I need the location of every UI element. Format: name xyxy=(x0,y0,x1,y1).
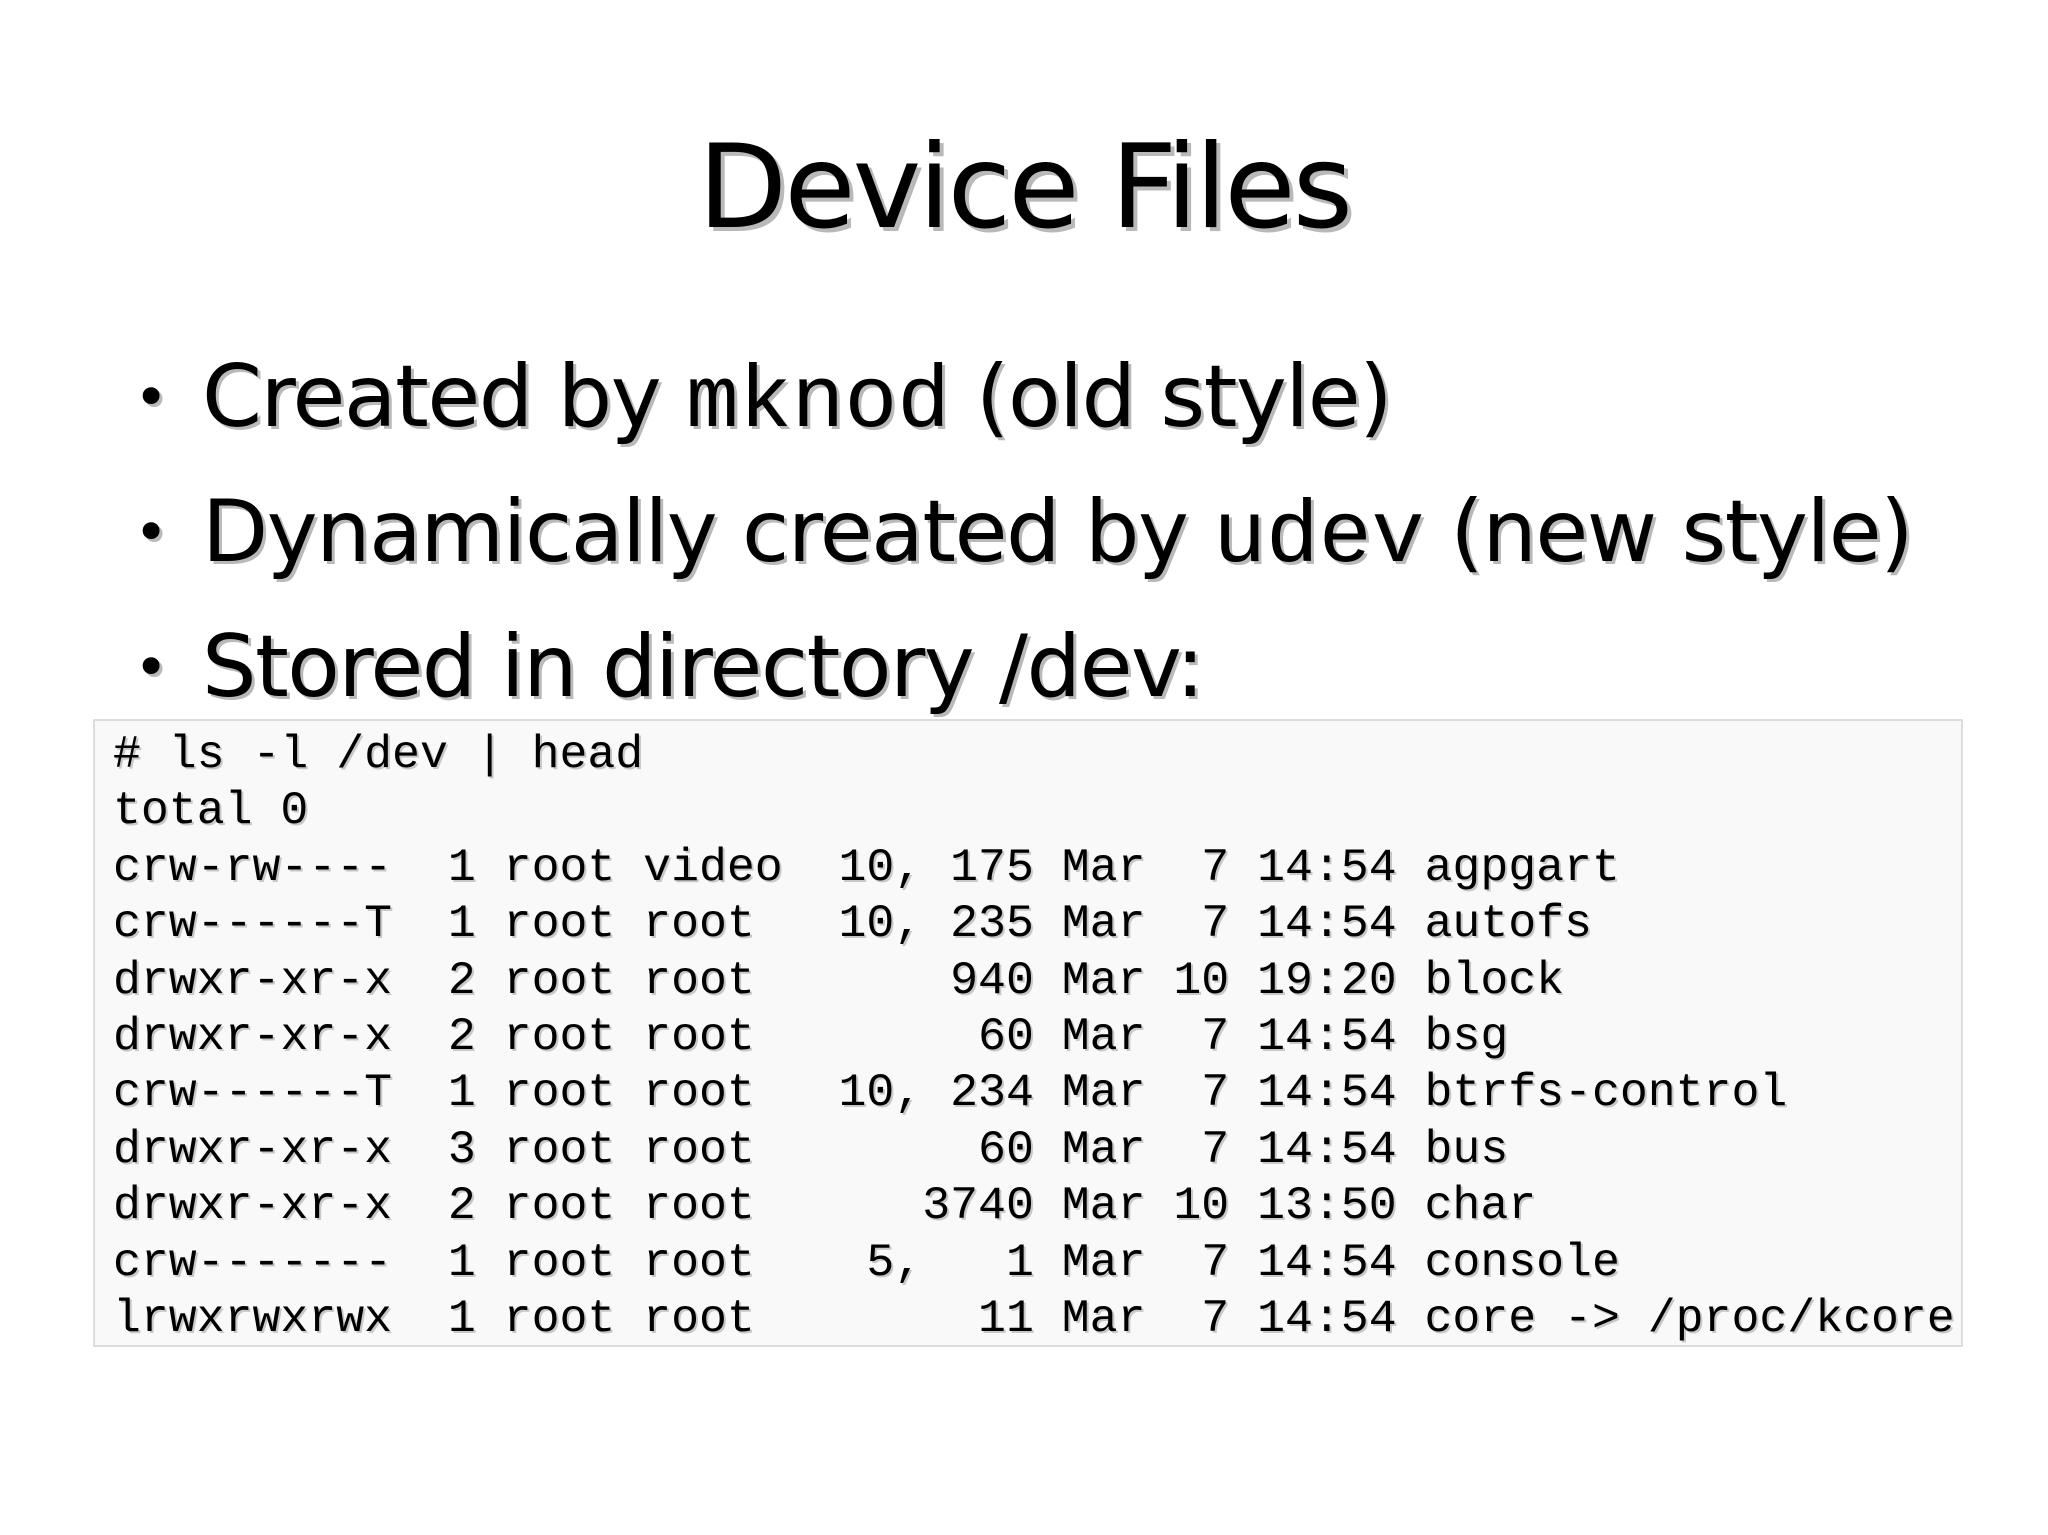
terminal-listing-row: crw-rw---- 1 root video 10, 175 Mar 7 14… xyxy=(113,840,1620,894)
bullet-text: Created by xyxy=(202,347,687,447)
terminal-command-line: # ls -l /dev | head xyxy=(113,728,644,781)
bullet-dot-icon: • xyxy=(134,633,168,701)
bullet-dot-icon: • xyxy=(134,363,168,431)
slide-title: Device Files xyxy=(697,120,1353,255)
terminal-listing-row: drwxr-xr-x 2 root root 60 Mar 7 14:54 bs… xyxy=(113,1009,1509,1063)
terminal-listing-row: drwxr-xr-x 2 root root 3740 Mar 10 13:50… xyxy=(113,1179,1537,1233)
bullet-item-mknod: • Created by mknod (old style) xyxy=(130,330,2020,465)
bullet-code: mknod xyxy=(686,354,951,453)
bullet-item-dev-directory: • Stored in directory /dev: xyxy=(130,600,2020,735)
terminal-listing-row: crw------T 1 root root 10, 234 Mar 7 14:… xyxy=(113,1066,1788,1120)
terminal-listing-row: lrwxrwxrwx 1 root root 11 Mar 7 14:54 co… xyxy=(113,1291,1955,1345)
terminal-listing-row: drwxr-xr-x 2 root root 940 Mar 10 19:20 … xyxy=(113,953,1565,1007)
bullet-list: • Created by mknod (old style) • Dynamic… xyxy=(130,330,2020,735)
bullet-text: Dynamically created by xyxy=(202,482,1214,582)
bullet-text: Stored in directory /dev: xyxy=(202,617,1205,717)
bullet-text: (new style) xyxy=(1424,482,1913,582)
terminal-listing-row: drwxr-xr-x 3 root root 60 Mar 7 14:54 bu… xyxy=(113,1122,1509,1176)
bullet-item-udev: • Dynamically created by udev (new style… xyxy=(130,465,2020,600)
terminal-listing-row: crw------- 1 root root 5, 1 Mar 7 14:54 … xyxy=(113,1235,1620,1289)
bullet-code: udev xyxy=(1213,489,1425,588)
bullet-dot-icon: • xyxy=(134,498,168,566)
terminal-total-line: total 0 xyxy=(113,784,309,838)
terminal-listing-row: crw------T 1 root root 10, 235 Mar 7 14:… xyxy=(113,897,1592,951)
bullet-text: (old style) xyxy=(950,347,1393,447)
